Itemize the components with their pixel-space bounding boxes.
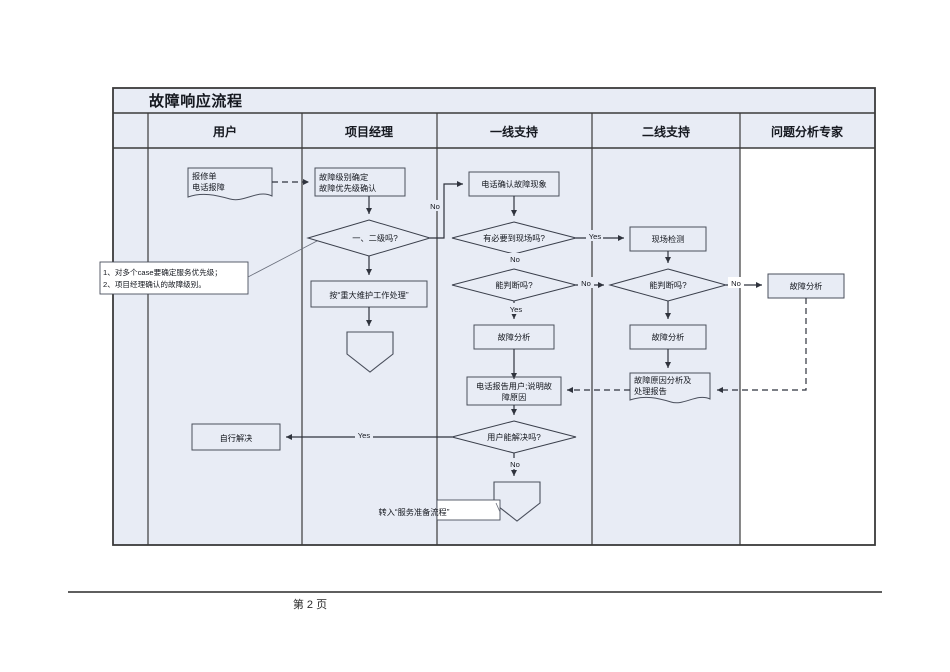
edge-label-bg-no-judge-second	[728, 277, 744, 288]
note-line-2: 2、项目经理确认的故障级别。	[103, 279, 206, 289]
edge-label-no-usersolve: No	[510, 460, 520, 469]
edge-label-bg-yes-judge-first	[506, 303, 524, 314]
edge-label-yes-judge-first: Yes	[510, 305, 523, 314]
node-fault-analysis-first-label: 故障分析	[498, 332, 531, 342]
page-title: 故障响应流程	[149, 92, 243, 110]
node-report-doc: 报修单 电话报障	[187, 167, 273, 201]
node-expert-analysis-label: 故障分析	[790, 281, 823, 291]
node-report-to-user-line2: 障原因	[502, 392, 527, 402]
node-report-doc-line1: 报修单	[192, 171, 217, 181]
edge-label-no-judge-first: No	[581, 279, 591, 288]
node-expert-analysis: 故障分析	[767, 273, 845, 299]
node-transfer-note-label: 转入“服务准备流程”	[379, 507, 450, 517]
edge-expert-to-causereport	[717, 298, 807, 393]
expert-lane-background	[740, 148, 875, 545]
node-cause-report-line1: 故障原因分析及	[634, 375, 691, 385]
node-fault-level-line2: 故障优先级确认	[319, 183, 376, 193]
node-self-solve: 自行解决	[191, 423, 281, 451]
node-level-decision-label: 一、二级吗?	[352, 233, 398, 243]
node-phone-confirm: 电话确认故障现象	[468, 171, 560, 197]
edge-label-no-onsite: No	[510, 255, 520, 264]
node-transfer-note: 转入“服务准备流程”	[379, 499, 501, 521]
node-onsite-check-label: 现场检测	[652, 234, 685, 244]
edge-label-bg-yes-usersolve	[355, 429, 373, 440]
node-phone-confirm-label: 电话确认故障现象	[481, 179, 547, 189]
node-major-maintenance-label: 按“重大维护工作处理”	[329, 290, 408, 300]
footer-page-number: 第 2 页	[293, 597, 327, 611]
node-cause-report-line2: 处理报告	[634, 386, 667, 396]
node-pm-connector	[346, 331, 394, 373]
node-fault-analysis-second-label: 故障分析	[652, 332, 685, 342]
edge-decision-no-to-phone	[430, 181, 463, 239]
node-fault-analysis-first: 故障分析	[473, 324, 555, 350]
node-report-to-user: 电话报告用户;说明故 障原因	[466, 376, 562, 406]
node-can-judge-first-label: 能判断吗?	[495, 280, 533, 290]
column-header-second-line: 二线支持	[642, 124, 690, 139]
node-fault-level-line1: 故障级别确定	[319, 172, 368, 182]
column-header-user: 用户	[212, 124, 237, 139]
edge-label-no-judge-second: No	[731, 279, 741, 288]
edge-label-bg-yes-onsite	[586, 230, 603, 241]
column-header-first-line: 一线支持	[490, 124, 538, 139]
node-fault-analysis-second: 故障分析	[629, 324, 707, 350]
diagram-frame	[112, 87, 876, 546]
column-header-pm: 项目经理	[345, 124, 393, 139]
node-report-to-user-line1: 电话报告用户;说明故	[476, 381, 552, 391]
node-cause-report: 故障原因分析及 处理报告	[629, 372, 711, 404]
node-major-maintenance: 按“重大维护工作处理”	[310, 280, 428, 308]
note-annotation: 1、对多个case要确定服务优先级； 2、项目经理确认的故障级别。	[99, 229, 339, 295]
column-header-expert: 问题分析专家	[771, 124, 844, 139]
edge-label-yes-usersolve: Yes	[358, 431, 371, 440]
node-report-doc-line2: 电话报障	[192, 182, 225, 192]
note-line-1: 1、对多个case要确定服务优先级；	[103, 267, 222, 277]
edge-label-yes-onsite: Yes	[589, 232, 602, 241]
edge-label-no-level: No	[430, 202, 440, 211]
node-fault-level: 故障级别确定 故障优先级确认	[314, 167, 406, 197]
node-self-solve-label: 自行解决	[220, 433, 253, 443]
node-user-can-solve-label: 用户能解决吗?	[487, 432, 541, 442]
node-need-onsite-label: 有必要到现场吗?	[483, 233, 545, 243]
node-end-connector	[493, 481, 541, 522]
node-can-judge-second-label: 能判断吗?	[649, 280, 687, 290]
edge-label-bg-no-judge-first	[578, 277, 594, 288]
node-onsite-check: 现场检测	[629, 226, 707, 252]
edge-label-bg-no-usersolve	[507, 458, 523, 469]
edge-label-bg-no-onsite	[506, 253, 523, 264]
edge-label-bg-no-level	[428, 200, 443, 211]
